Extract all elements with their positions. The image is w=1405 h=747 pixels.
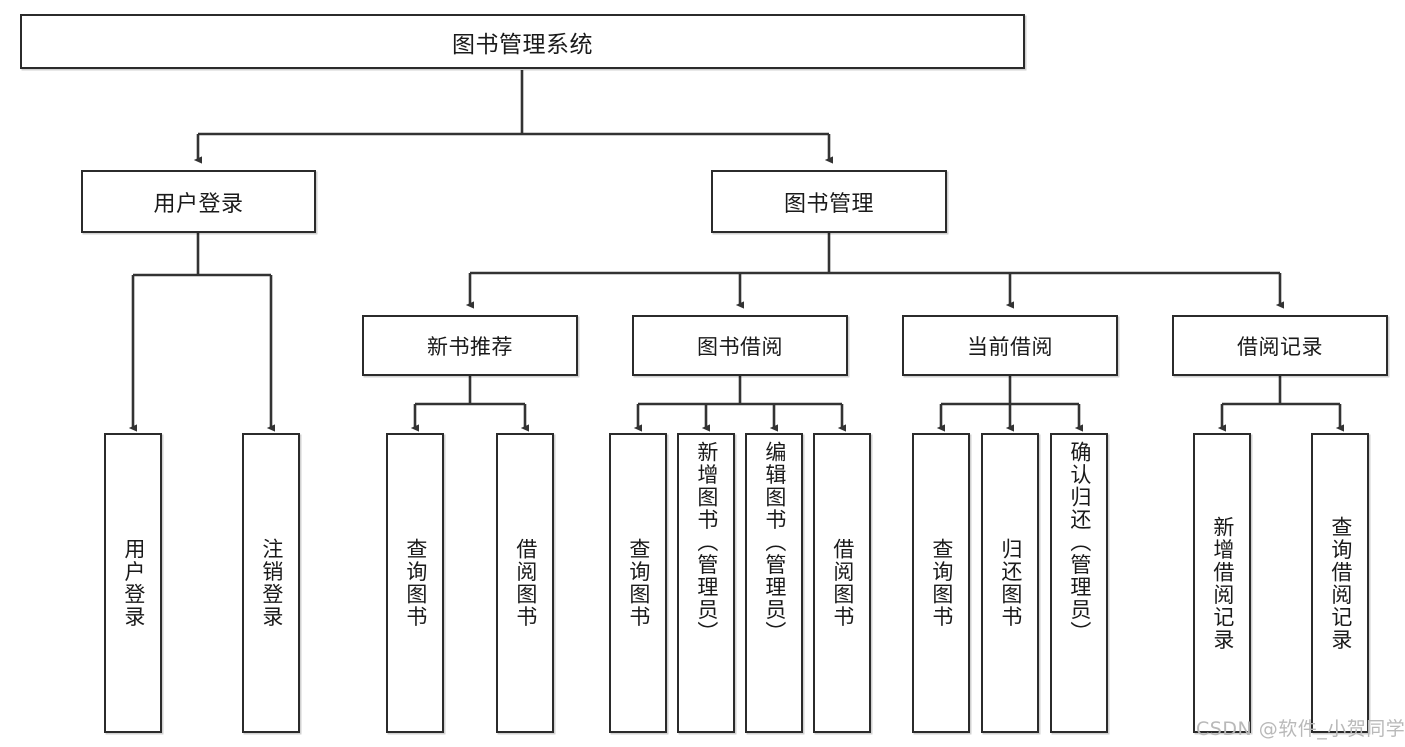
node-leaf-query-book-2[interactable]: 查询图书 — [609, 433, 667, 733]
node-leaf-query-book-3[interactable]: 查询图书 — [912, 433, 970, 733]
node-leaf-add-record[interactable]: 新增借阅记录 — [1193, 433, 1251, 733]
node-leaf-edit-book[interactable]: 编辑图书（管理员） — [745, 433, 803, 733]
node-borrow-record[interactable]: 借阅记录 — [1172, 315, 1388, 376]
node-label: 编辑图书（管理员） — [762, 441, 787, 644]
node-label: 新增图书（管理员） — [694, 441, 719, 644]
node-leaf-query-record[interactable]: 查询借阅记录 — [1311, 433, 1369, 733]
node-label: 注销登录 — [259, 538, 284, 628]
node-label: 查询借阅记录 — [1328, 515, 1353, 651]
node-label: 图书管理系统 — [452, 31, 593, 58]
node-user-login[interactable]: 用户登录 — [81, 170, 316, 233]
node-label: 查询图书 — [929, 538, 954, 628]
node-label: 新书推荐 — [427, 334, 513, 359]
node-book-management[interactable]: 图书管理 — [711, 170, 947, 233]
node-label: 用户登录 — [121, 538, 146, 628]
node-current-borrow[interactable]: 当前借阅 — [902, 315, 1118, 376]
node-label: 新增借阅记录 — [1210, 515, 1235, 651]
node-leaf-borrow-book-1[interactable]: 借阅图书 — [496, 433, 554, 733]
node-label: 查询图书 — [403, 538, 428, 628]
node-leaf-query-book-1[interactable]: 查询图书 — [386, 433, 444, 733]
node-label: 当前借阅 — [967, 334, 1053, 359]
node-label: 借阅图书 — [513, 538, 538, 628]
node-leaf-return-book[interactable]: 归还图书 — [981, 433, 1039, 733]
node-leaf-user-login[interactable]: 用户登录 — [104, 433, 162, 733]
node-leaf-borrow-book-2[interactable]: 借阅图书 — [813, 433, 871, 733]
node-label: 借阅图书 — [830, 538, 855, 628]
node-label: 确认归还（管理员） — [1067, 441, 1092, 644]
node-book-borrow[interactable]: 图书借阅 — [632, 315, 848, 376]
node-label: 用户登录 — [153, 191, 244, 217]
node-label: 借阅记录 — [1237, 334, 1323, 359]
node-label: 图书管理 — [783, 191, 874, 217]
node-label: 查询图书 — [626, 538, 651, 628]
node-label: 归还图书 — [998, 538, 1023, 628]
node-leaf-add-book[interactable]: 新增图书（管理员） — [677, 433, 735, 733]
node-leaf-confirm-return[interactable]: 确认归还（管理员） — [1050, 433, 1108, 733]
node-leaf-user-logout[interactable]: 注销登录 — [242, 433, 300, 733]
node-root-system[interactable]: 图书管理系统 — [20, 14, 1025, 69]
csdn-watermark: CSDN @软件_小贺同学 — [1196, 718, 1405, 740]
node-label: 图书借阅 — [697, 334, 783, 359]
node-new-book-recommend[interactable]: 新书推荐 — [362, 315, 578, 376]
